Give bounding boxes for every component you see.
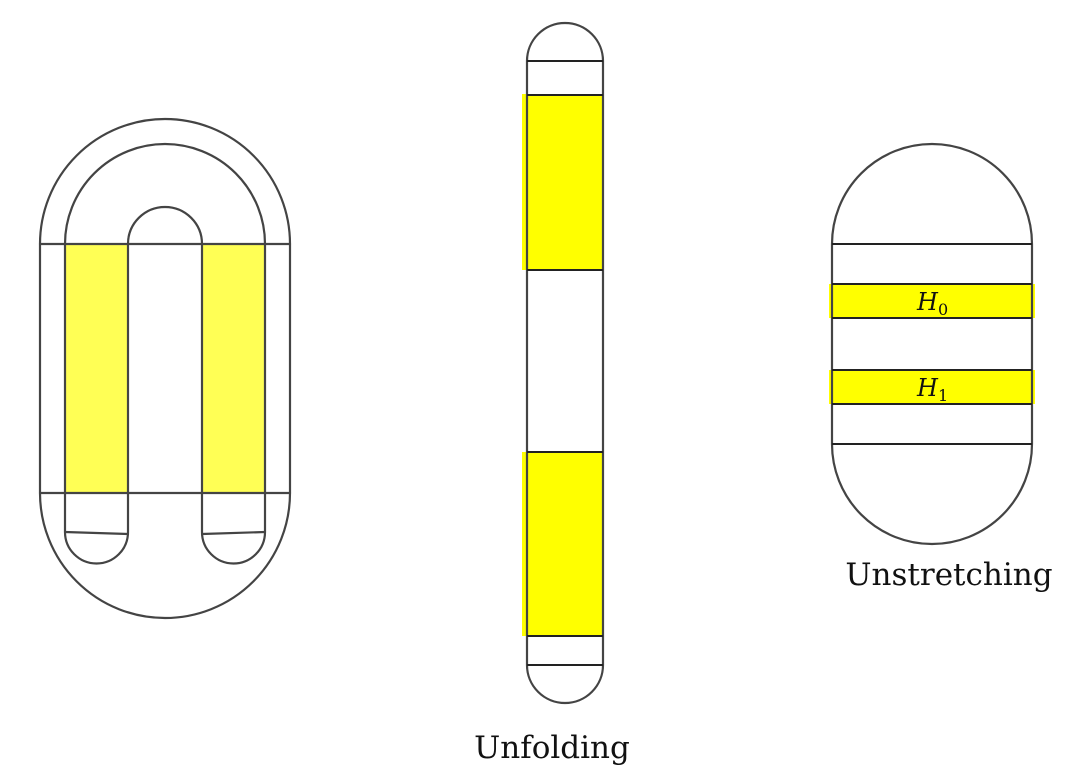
- unfolded-shape: [522, 21, 605, 705]
- label-h1-sub: 1: [938, 386, 948, 405]
- unstretched-highlight-h0: [829, 284, 1035, 318]
- unfolding-caption: Unfolding: [474, 730, 630, 766]
- label-h1: H1: [916, 374, 948, 405]
- label-h0-main: H: [916, 288, 939, 316]
- unstretching-caption: Unstretching: [845, 557, 1052, 593]
- folded-shape: [38, 117, 292, 620]
- unfolded-highlight-top: [522, 94, 604, 270]
- folded-right-cap-line: [200, 530, 267, 536]
- folded-highlight-right: [202, 244, 265, 493]
- folded-inner-strip-outline: [63, 142, 267, 565]
- folded-highlight-left: [65, 244, 128, 493]
- unstretched-shape: H0 H1: [829, 142, 1035, 546]
- label-h1-main: H: [916, 374, 939, 402]
- folded-left-cap-line: [63, 530, 130, 536]
- unstretched-highlight-h1: [829, 370, 1035, 404]
- label-h0-sub: 0: [938, 300, 948, 319]
- unstretched-outline: [830, 142, 1034, 546]
- unfolded-highlight-bottom: [522, 452, 604, 636]
- label-h0: H0: [916, 288, 948, 319]
